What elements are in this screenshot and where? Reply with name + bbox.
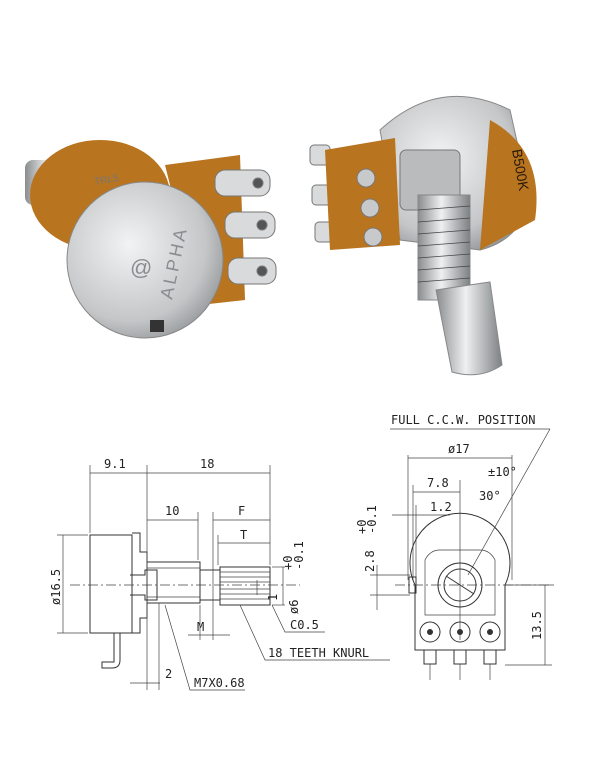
left-pot-photo: @ ALPHA TRL5 (25, 140, 277, 339)
left-terminals (214, 169, 277, 285)
knurl-lines (220, 571, 270, 600)
front-terminals (419, 621, 501, 680)
dim-shaft-length: 18 (200, 457, 214, 471)
right-pcb-ring (480, 120, 537, 250)
anti-rotation-tab (408, 576, 417, 594)
dim-body-diameter: ø16.5 (49, 569, 63, 605)
dim-flat-length: F (238, 504, 245, 518)
dim-thread-offset: 2 (165, 667, 172, 681)
front-dimension-lines (370, 455, 552, 666)
dim-body-depth: 9.1 (104, 457, 126, 471)
right-threaded-bushing (417, 194, 471, 301)
right-pot-photo: B500K (309, 95, 537, 376)
dim-groove: M (197, 620, 204, 634)
front-view-drawing: FULL C.C.W. POSITION ø17 7.8 ±10 (355, 413, 555, 680)
dim-bushing-length: 10 (165, 504, 179, 518)
dim-shaft-tol-upper: +0 (281, 556, 295, 570)
right-shaft (435, 281, 503, 376)
dim-terminal-height: 13.5 (530, 611, 544, 640)
terminal-leg (101, 633, 121, 669)
dimension-lines (57, 465, 390, 691)
knurled-shaft (219, 566, 271, 606)
front-bracket (424, 549, 496, 616)
dim-tab-width: 1.2 (430, 500, 452, 514)
left-can-logo: @ (130, 255, 152, 280)
dim-shaft-tol-lower: -0.1 (292, 541, 306, 570)
right-lug-board (325, 138, 400, 250)
callout-chamfer: C0.5 (290, 618, 319, 632)
dim-front-diameter: ø17 (448, 442, 470, 456)
body-outline (89, 534, 133, 634)
right-lug-rivets (356, 168, 383, 247)
callout-thread: M7X0.68 (194, 676, 245, 690)
dim-tab-tol-upper: +0 (355, 520, 369, 534)
dim-tab-tol-lower: -0.1 (365, 505, 379, 534)
dim-knurl-length: T (240, 528, 247, 542)
right-can-marking: B500K (509, 148, 532, 193)
shaft-slot (445, 575, 475, 595)
ccw-leader (467, 428, 551, 576)
dim-angle: 30° (479, 489, 501, 503)
dim-angle-tol: ±10° (488, 465, 517, 479)
dim-shaft-diameter: ø6 (287, 600, 301, 614)
shaft-circle-inner (443, 568, 477, 602)
left-can-slot (150, 320, 164, 332)
front-body-outline (409, 512, 511, 651)
left-side-marking: TRL5 (94, 173, 120, 188)
callout-knurl: 18 TEETH KNURL (268, 646, 369, 660)
right-thread-lines (417, 205, 471, 283)
shaft-circle-outer (437, 562, 483, 608)
side-view-drawing: 9.1 18 10 F T ø16.5 1 ø6 +0 -0.1 M 2 M7X… (49, 457, 390, 691)
left-can (66, 181, 224, 339)
dim-tab-offset: 7.8 (427, 476, 449, 490)
flange-outline (132, 532, 148, 634)
full-ccw-position-label: FULL C.C.W. POSITION (391, 413, 536, 427)
dim-tab-height: 2.8 (363, 550, 377, 572)
dim-slot-width: 1 (266, 594, 280, 601)
